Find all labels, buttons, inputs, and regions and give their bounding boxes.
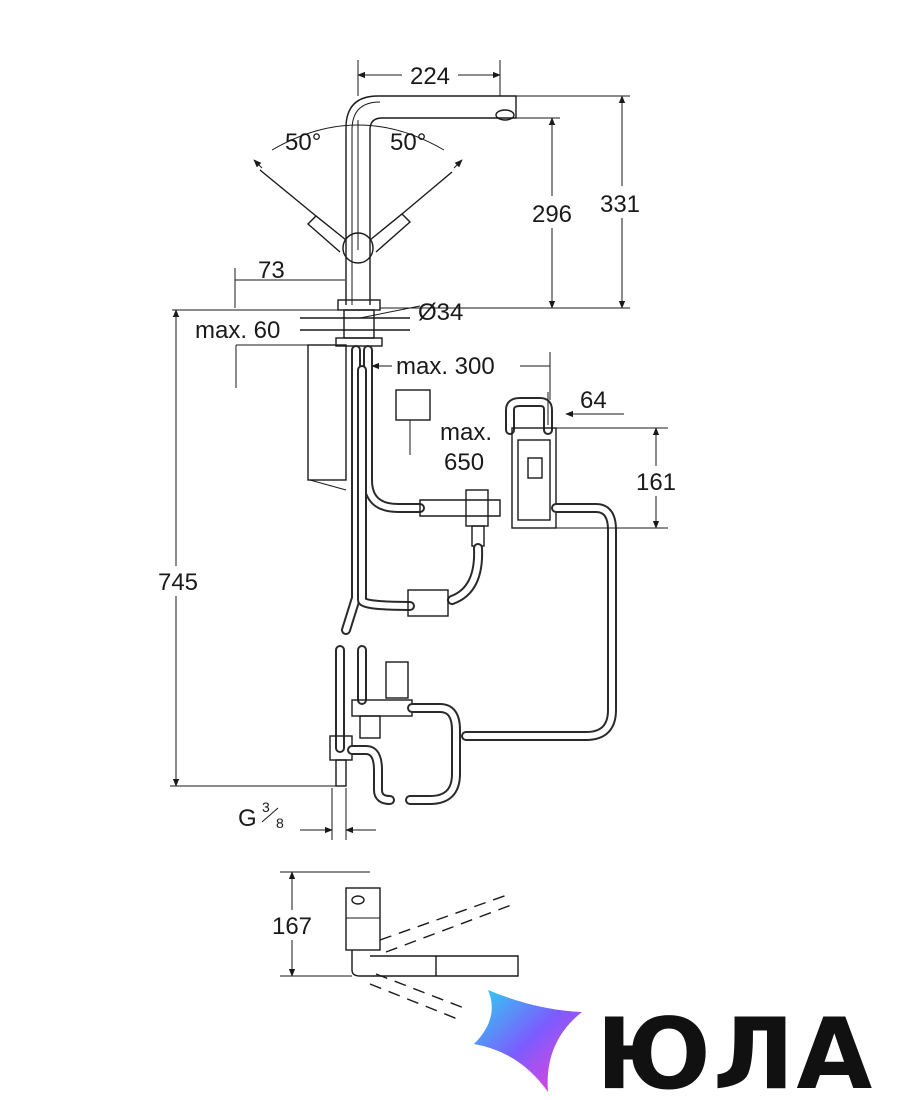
dim-box-height: 161 (636, 469, 676, 496)
under-counter-assembly: max. 300 max. 650 64 161 (307, 344, 684, 805)
yula-logo-star-icon (474, 990, 582, 1092)
dim-reach-label: 224 (410, 63, 450, 90)
dim-heights: 296 331 (380, 95, 646, 309)
dim-deck: max. 60 Ø34 (172, 299, 463, 388)
dim-lever-offset: 73 (234, 257, 345, 308)
faucet-front-view (259, 95, 517, 347)
dim-under-height: 745 (152, 309, 340, 787)
dim-hole-diameter: Ø34 (418, 299, 463, 326)
faucet-side-view: 167 (264, 871, 519, 1021)
dim-thread-num: 3 (262, 799, 270, 815)
dim-reach: 224 (357, 60, 501, 96)
dim-thread-den: 8 (276, 815, 284, 831)
dim-angle-left: 50° (285, 129, 321, 156)
dim-box-max-label: max. (440, 419, 492, 446)
dim-side-height: 167 (272, 913, 312, 940)
yula-logo-text: ЮЛА (596, 998, 874, 1100)
dim-under-height-label: 745 (158, 569, 198, 596)
dim-lever-offset-label: 73 (258, 257, 285, 284)
dim-deck-max: max. 60 (195, 317, 280, 344)
dim-box-max-value: 650 (444, 449, 484, 476)
dim-angle-right: 50° (390, 129, 426, 156)
dim-box-depth: 64 (580, 387, 607, 414)
dim-hose-max: max. 300 (396, 353, 495, 380)
dim-spout-height: 296 (532, 201, 572, 228)
dim-total-height: 331 (600, 191, 640, 218)
yula-logo: ЮЛА (474, 990, 874, 1100)
dim-thread: G 3 8 (238, 788, 376, 840)
dim-thread-label: G (238, 805, 257, 832)
